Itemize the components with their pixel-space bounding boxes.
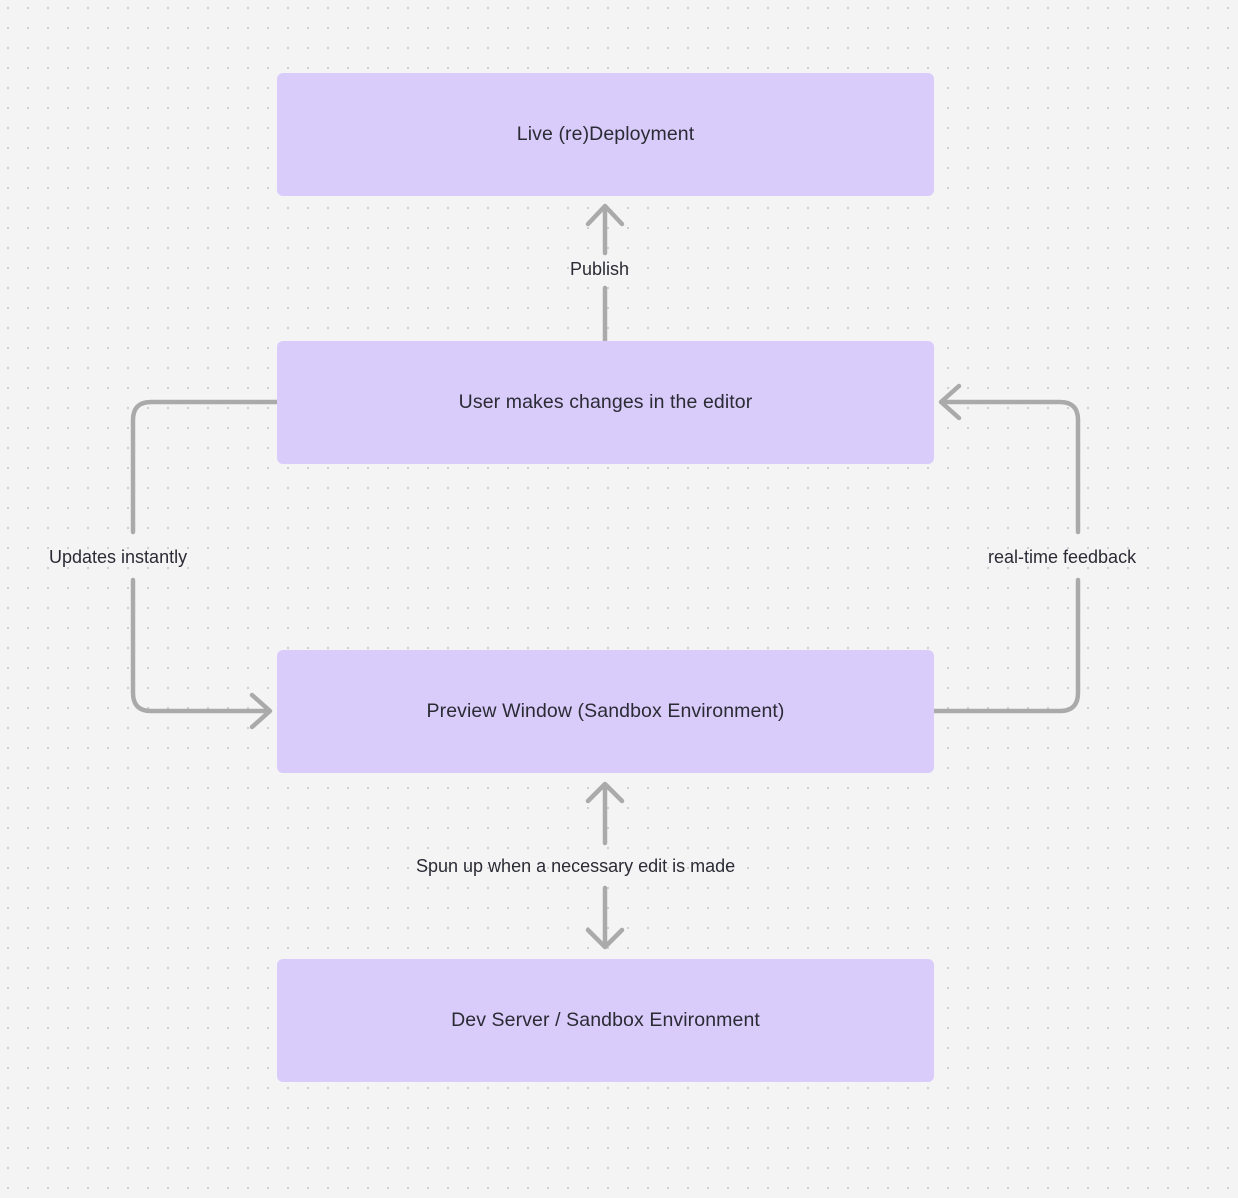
- node-live-redeployment-label: Live (re)Deployment: [516, 122, 695, 145]
- edge-spunup-arrowhead-up: [585, 781, 625, 804]
- edge-label-real-time-feedback: real-time feedback: [988, 547, 1137, 567]
- edge-label-updates-instantly: Updates instantly: [49, 547, 188, 567]
- edge-updates-lower-path: [130, 577, 268, 714]
- edge-spun-up: [585, 781, 625, 950]
- node-live-redeployment[interactable]: Live (re)Deployment: [277, 73, 934, 196]
- node-user-makes-changes-label: User makes changes in the editor: [458, 390, 753, 413]
- node-dev-server-label: Dev Server / Sandbox Environment: [451, 1008, 760, 1031]
- edge-feedback-lower-path: [931, 577, 1081, 714]
- edge-updates-upper-path: [130, 399, 280, 535]
- edge-label-spun-up: Spun up when a necessary edit is made: [416, 856, 736, 876]
- node-user-makes-changes[interactable]: User makes changes in the editor: [277, 341, 934, 464]
- node-preview-window-label: Preview Window (Sandbox Environment): [426, 699, 785, 722]
- edge-updates-instantly: [130, 399, 280, 730]
- edge-publish-arrowhead-up: [585, 203, 625, 227]
- edge-label-publish: Publish: [570, 259, 630, 279]
- edge-feedback-upper-path: [943, 399, 1081, 535]
- node-dev-server[interactable]: Dev Server / Sandbox Environment: [277, 959, 934, 1082]
- edge-publish: [585, 203, 625, 344]
- edge-updates-arrowhead-right: [249, 692, 273, 730]
- edge-real-time-feedback: [931, 383, 1081, 714]
- node-preview-window[interactable]: Preview Window (Sandbox Environment): [277, 650, 934, 773]
- edge-spunup-arrowhead-down: [585, 927, 625, 950]
- edge-feedback-arrowhead-left: [938, 383, 962, 421]
